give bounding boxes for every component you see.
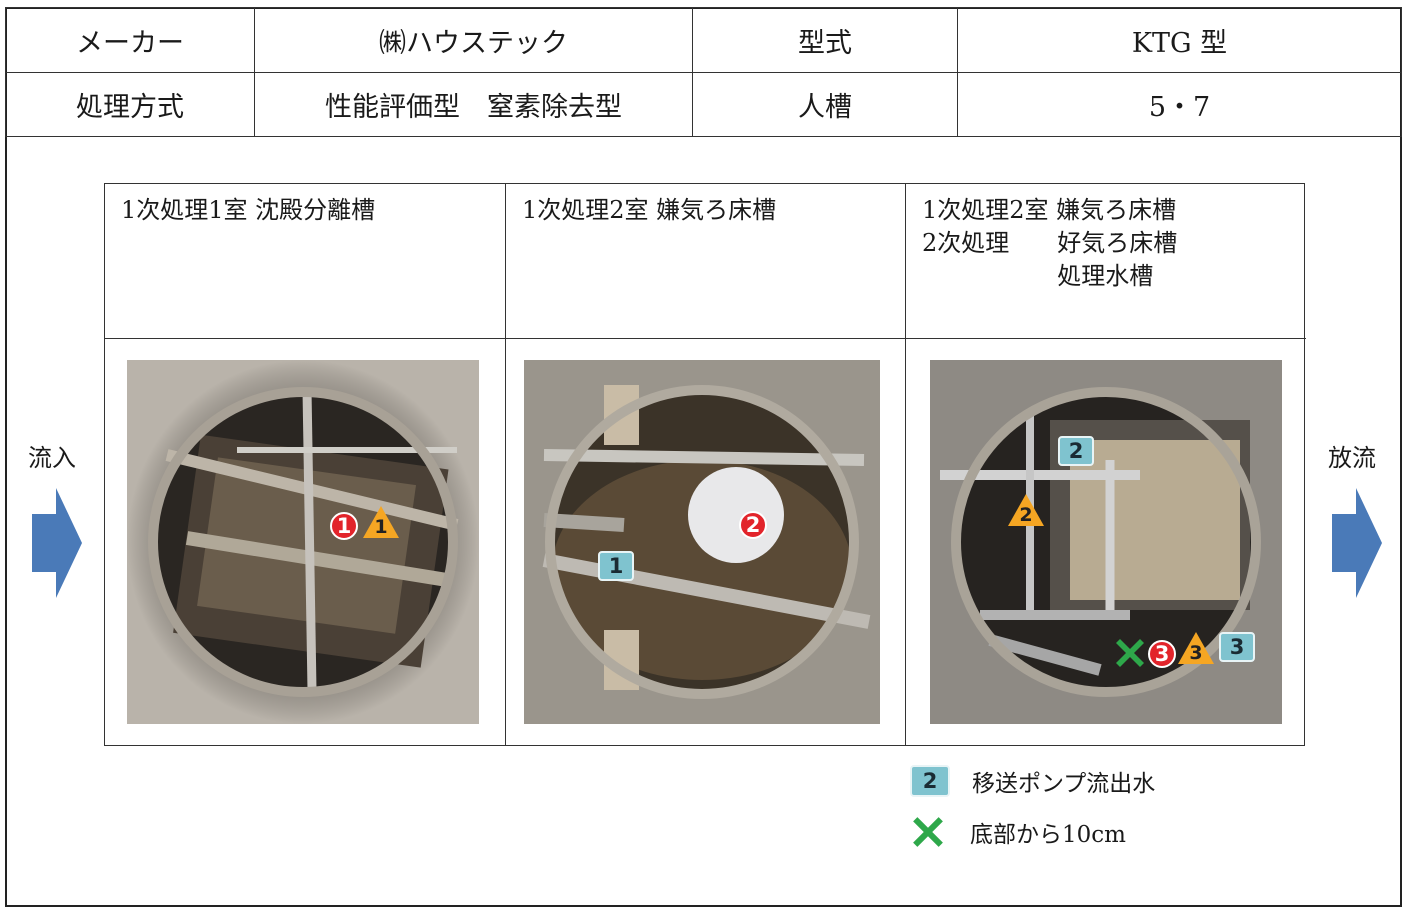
inflow-label: 流入 <box>28 444 76 472</box>
tank-photo-3 <box>930 360 1282 724</box>
tank-column-2: 1次処理2室 嫌気ろ床槽 2 1 <box>505 184 906 745</box>
maker-value: ㈱ハウステック <box>254 7 693 73</box>
legend-x-icon <box>910 815 952 849</box>
method-label: 処理方式 <box>5 72 255 137</box>
spec-row-1: メーカー ㈱ハウステック 型式 KTG 型 <box>5 7 1402 73</box>
tank-header-line: 処理水槽 <box>922 262 1154 290</box>
measurement-triangle-marker: 3 <box>1178 632 1214 664</box>
triangle-number: 1 <box>374 516 388 538</box>
model-label: 型式 <box>692 7 958 73</box>
tank-header-3: 1次処理2室 嫌気ろ床槽 2次処理 好気ろ床槽 処理水槽 <box>906 184 1306 339</box>
sampling-point-circle-marker: 2 <box>739 511 767 539</box>
legend-pump-text: 移送ポンプ流出水 <box>972 771 1156 797</box>
legend-bottom-item: 底部から10cm <box>910 815 1126 849</box>
tank-header-line: 1次処理2室 嫌気ろ床槽 <box>922 196 1177 224</box>
tank-photo-1 <box>127 360 479 724</box>
tank-grid: 1次処理1室 沈殿分離槽 1 1 <box>104 183 1306 746</box>
tank-photo-2 <box>524 360 880 724</box>
sampling-point-circle-marker: 1 <box>330 512 358 540</box>
maker-label: メーカー <box>5 7 255 73</box>
spec-row-2: 処理方式 性能評価型 窒素除去型 人槽 5・7 <box>5 72 1402 137</box>
triangle-number: 3 <box>1189 642 1203 664</box>
tank-header-1: 1次処理1室 沈殿分離槽 <box>105 184 505 339</box>
tank-column-1: 1次処理1室 沈殿分離槽 1 1 <box>105 184 505 745</box>
pump-square-marker: 3 <box>1219 632 1255 662</box>
persons-label: 人槽 <box>692 72 958 137</box>
tank-column-3: 1次処理2室 嫌気ろ床槽 2次処理 好気ろ床槽 処理水槽 2 2 <box>905 184 1306 745</box>
tank-header-2: 1次処理2室 嫌気ろ床槽 <box>506 184 906 339</box>
method-value: 性能評価型 窒素除去型 <box>254 72 693 137</box>
tank-header-line: 1次処理2室 嫌気ろ床槽 <box>522 196 777 224</box>
measurement-triangle-marker: 2 <box>1008 494 1044 526</box>
pump-square-marker: 2 <box>1058 436 1094 466</box>
tank-header-line: 2次処理 好気ろ床槽 <box>922 229 1178 257</box>
outflow-label: 放流 <box>1328 444 1376 472</box>
pump-square-marker: 1 <box>598 551 634 581</box>
tank-header-line: 1次処理1室 沈殿分離槽 <box>121 196 376 224</box>
triangle-number: 2 <box>1019 504 1033 526</box>
inflow-arrow-icon <box>32 488 82 602</box>
legend-pump-item: 2 移送ポンプ流出水 <box>910 764 1155 798</box>
spec-table: メーカー ㈱ハウステック 型式 KTG 型 処理方式 性能評価型 窒素除去型 人… <box>5 7 1402 137</box>
measurement-triangle-marker: 1 <box>363 506 399 538</box>
persons-value: 5・7 <box>957 72 1402 137</box>
outflow-arrow-icon <box>1332 488 1382 602</box>
legend-bottom-text: 底部から10cm <box>970 822 1126 848</box>
sampling-point-circle-marker: 3 <box>1148 640 1176 668</box>
legend-pump-square-icon: 2 <box>910 765 950 797</box>
bottom-10cm-x-marker <box>1114 637 1146 669</box>
model-value: KTG 型 <box>957 7 1402 73</box>
